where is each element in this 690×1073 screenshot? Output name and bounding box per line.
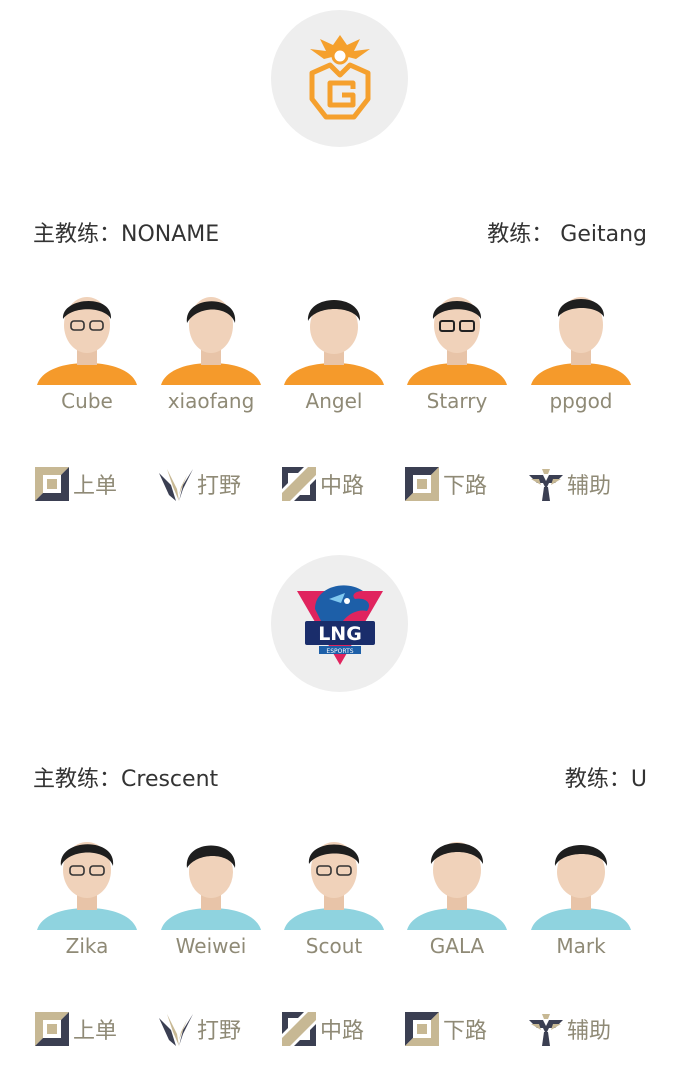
head-coach: 主教练：Crescent: [33, 761, 218, 793]
role-label: 辅助: [567, 474, 612, 499]
role-jungle: 打野: [157, 462, 241, 506]
role-label: 下路: [443, 1019, 488, 1044]
player-card[interactable]: Weiwei: [157, 830, 265, 970]
bot-lane-icon: [405, 467, 439, 501]
team-logo-omg[interactable]: [271, 10, 408, 147]
jungle-icon: [159, 1014, 193, 1046]
role-mid: 中路: [280, 462, 364, 506]
assistant-coach: 教练：U: [565, 761, 647, 793]
jungle-icon: [159, 469, 193, 501]
bot-lane-icon: [405, 1012, 439, 1046]
player-card[interactable]: Mark: [527, 830, 635, 970]
player-photo[interactable]: [527, 830, 635, 930]
player-photo[interactable]: [403, 285, 511, 385]
player-card[interactable]: Angel: [280, 285, 388, 425]
coach-label: 教练：: [487, 222, 554, 247]
player-photo[interactable]: [280, 830, 388, 930]
player-card[interactable]: Cube: [33, 285, 141, 425]
role-support: 辅助: [527, 1007, 611, 1051]
player-photo[interactable]: [157, 830, 265, 930]
player-avatar: [37, 297, 137, 385]
team-logo-lng[interactable]: LNG ESPORTS: [271, 555, 408, 692]
player-name[interactable]: Zika: [65, 934, 109, 958]
player-name[interactable]: GALA: [429, 934, 485, 958]
player-avatar: [284, 842, 384, 930]
player-name[interactable]: Cube: [61, 389, 113, 413]
svg-text:LNG: LNG: [318, 623, 362, 645]
head-coach-name[interactable]: Crescent: [121, 767, 219, 792]
role-label: 上单: [73, 474, 118, 499]
lng-logo-icon: LNG ESPORTS: [296, 584, 383, 665]
player-photo[interactable]: [280, 285, 388, 385]
player-avatar: [531, 297, 631, 385]
omg-logo-icon: [309, 34, 370, 119]
role-top: 上单: [33, 1007, 117, 1051]
head-coach: 主教练：NONAME: [33, 216, 219, 248]
player-avatar: [161, 845, 261, 930]
player-card[interactable]: Starry: [403, 285, 511, 425]
head-coach-label: 主教练：: [33, 222, 122, 247]
player-name[interactable]: Starry: [426, 389, 488, 413]
role-label: 辅助: [567, 1019, 612, 1044]
role-mid: 中路: [280, 1007, 364, 1051]
support-icon: [529, 1014, 563, 1046]
player-photo[interactable]: [33, 285, 141, 385]
player-name[interactable]: Scout: [305, 934, 363, 958]
mid-lane-icon: [282, 1012, 316, 1046]
role-label: 中路: [320, 1019, 365, 1044]
player-photo[interactable]: [403, 830, 511, 930]
support-icon: [529, 469, 563, 501]
head-coach-name[interactable]: NONAME: [121, 222, 220, 247]
top-lane-icon: [35, 1012, 69, 1046]
player-avatar: [37, 842, 137, 930]
head-coach-label: 主教练：: [33, 767, 122, 792]
player-avatar: [407, 842, 507, 930]
player-card[interactable]: ppgod: [527, 285, 635, 425]
role-label: 打野: [197, 1019, 242, 1044]
player-card[interactable]: Scout: [280, 830, 388, 970]
player-avatar: [531, 845, 631, 930]
player-avatar: [407, 297, 507, 385]
role-row: 上单 打野 中路 下路: [33, 1007, 647, 1051]
assistant-coach: 教练： Geitang: [487, 216, 647, 248]
player-name[interactable]: ppgod: [549, 389, 613, 413]
coach-row: 主教练：NONAME 教练： Geitang: [33, 216, 647, 248]
player-name[interactable]: Mark: [556, 934, 606, 958]
role-row: 上单 打野 中路 下路: [33, 462, 647, 506]
player-avatar: [161, 297, 261, 385]
player-list: Cube xiaofang An: [33, 285, 647, 425]
player-photo[interactable]: [33, 830, 141, 930]
role-label: 中路: [320, 474, 365, 499]
coach-label: 教练：: [564, 767, 631, 792]
role-label: 上单: [73, 1019, 118, 1044]
mid-lane-icon: [282, 467, 316, 501]
top-lane-icon: [35, 467, 69, 501]
player-photo[interactable]: [157, 285, 265, 385]
svg-text:ESPORTS: ESPORTS: [326, 648, 353, 655]
role-label: 下路: [443, 474, 488, 499]
role-bot: 下路: [403, 462, 487, 506]
player-avatar: [284, 300, 384, 385]
coach-name[interactable]: Geitang: [553, 222, 647, 247]
player-name[interactable]: Weiwei: [175, 934, 247, 958]
role-jungle: 打野: [157, 1007, 241, 1051]
coach-row: 主教练：Crescent 教练：U: [33, 761, 647, 793]
role-bot: 下路: [403, 1007, 487, 1051]
player-name[interactable]: Angel: [305, 389, 363, 413]
player-name[interactable]: xiaofang: [167, 389, 255, 413]
coach-name[interactable]: U: [630, 767, 647, 792]
player-card[interactable]: xiaofang: [157, 285, 265, 425]
role-label: 打野: [197, 474, 242, 499]
player-card[interactable]: Zika: [33, 830, 141, 970]
player-list: Zika Weiwei: [33, 830, 647, 970]
role-support: 辅助: [527, 462, 611, 506]
player-photo[interactable]: [527, 285, 635, 385]
player-card[interactable]: GALA: [403, 830, 511, 970]
role-top: 上单: [33, 462, 117, 506]
